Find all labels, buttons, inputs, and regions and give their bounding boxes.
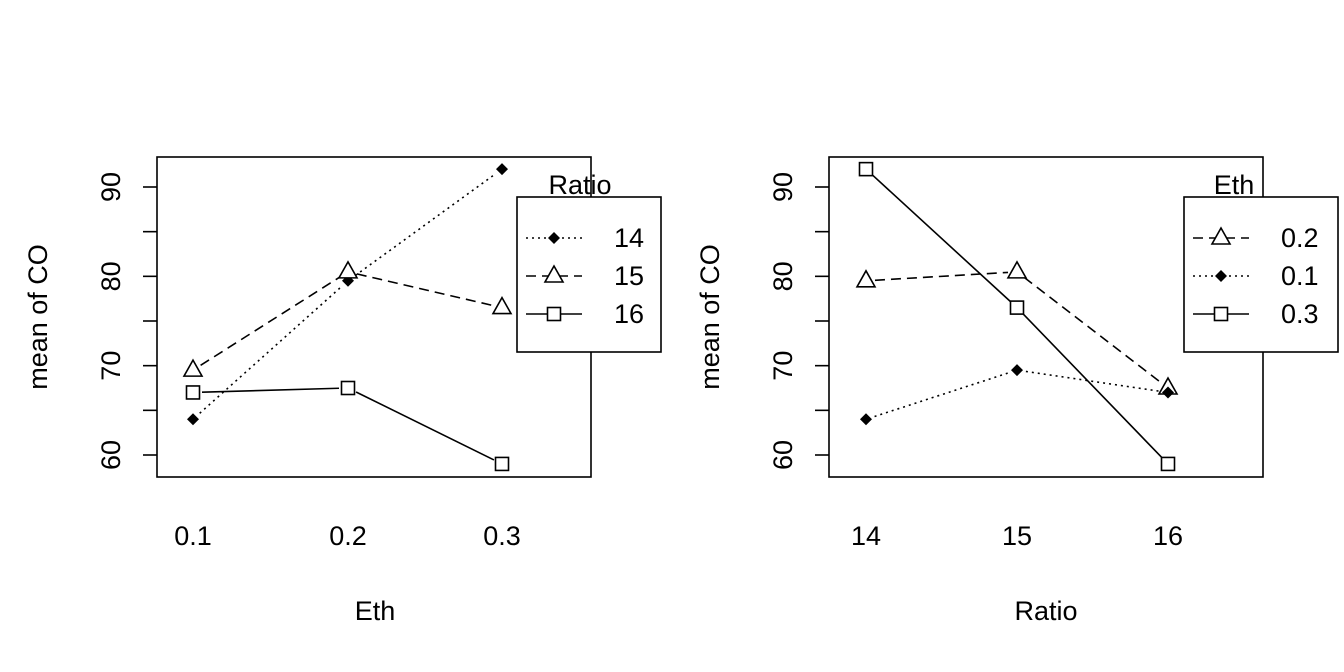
x-tick-label: 0.2 <box>329 521 367 551</box>
legend-label: 14 <box>614 223 644 253</box>
series-line-16 <box>201 387 340 394</box>
y-axis-label: mean of CO <box>23 244 53 390</box>
y-tick-label: 80 <box>96 261 126 291</box>
y-tick-label: 60 <box>768 440 798 470</box>
data-point-16 <box>340 380 356 396</box>
data-point-0.3 <box>858 161 874 177</box>
series-line-0.3 <box>1022 313 1163 459</box>
data-point-15 <box>337 260 359 279</box>
data-point-15 <box>182 358 204 377</box>
legend-label: 16 <box>614 299 644 329</box>
x-tick-label: 16 <box>1153 521 1183 551</box>
legend-label: 0.2 <box>1281 223 1319 253</box>
series-line-15 <box>200 276 341 366</box>
data-point-16 <box>494 456 510 472</box>
y-tick-label: 80 <box>768 261 798 291</box>
legend-marker-0.2 <box>1210 226 1232 245</box>
legend-marker-15 <box>543 264 565 283</box>
y-tick-label: 70 <box>96 351 126 381</box>
series-line-14 <box>199 286 342 414</box>
data-point-0.1 <box>1162 386 1174 399</box>
y-tick-label: 70 <box>768 351 798 381</box>
y-axis-label: mean of CO <box>695 244 725 390</box>
legend-title: Ratio <box>548 170 611 200</box>
data-point-0.1 <box>1011 364 1023 377</box>
x-axis-label: Eth <box>355 596 396 626</box>
legend: Eth 0.2 0.1 0.3 <box>1183 170 1339 353</box>
legend-box <box>1183 196 1339 353</box>
series-line-0.3 <box>872 174 1011 303</box>
legend-label: 0.3 <box>1281 299 1319 329</box>
y-tick-label: 90 <box>768 172 798 202</box>
legend-title: Eth <box>1214 170 1255 200</box>
legend-marker-0.1 <box>1215 270 1227 282</box>
legend-label: 15 <box>614 261 644 291</box>
data-point-16 <box>185 385 201 400</box>
x-tick-label: 15 <box>1002 521 1032 551</box>
legend-marker-16 <box>546 306 562 322</box>
series-line-16 <box>355 391 495 461</box>
series-line-15 <box>356 273 494 307</box>
series-line-14 <box>354 173 496 277</box>
data-point-15 <box>491 295 513 315</box>
series-line-0.1 <box>874 372 1009 418</box>
data-point-0.3 <box>1009 300 1025 315</box>
y-tick-label: 90 <box>96 172 126 202</box>
x-tick-label: 14 <box>851 521 881 551</box>
legend-box <box>516 196 662 353</box>
x-axis-label: Ratio <box>1014 596 1077 626</box>
y-tick-label: 60 <box>96 440 126 470</box>
data-point-0.2 <box>1006 260 1028 279</box>
series-line-0.2 <box>874 271 1009 282</box>
data-point-14 <box>187 413 199 426</box>
x-tick-label: 0.3 <box>483 521 521 551</box>
data-point-0.2 <box>855 269 877 288</box>
data-point-0.1 <box>860 413 872 426</box>
series-line-0.2 <box>1023 276 1162 384</box>
data-point-0.3 <box>1160 456 1176 472</box>
legend-marker-0.3 <box>1213 306 1229 322</box>
x-tick-label: 0.1 <box>174 521 212 551</box>
series-line-0.1 <box>1025 370 1160 392</box>
legend-marker-14 <box>548 232 560 244</box>
data-point-14 <box>496 163 508 176</box>
legend-label: 0.1 <box>1281 261 1319 291</box>
